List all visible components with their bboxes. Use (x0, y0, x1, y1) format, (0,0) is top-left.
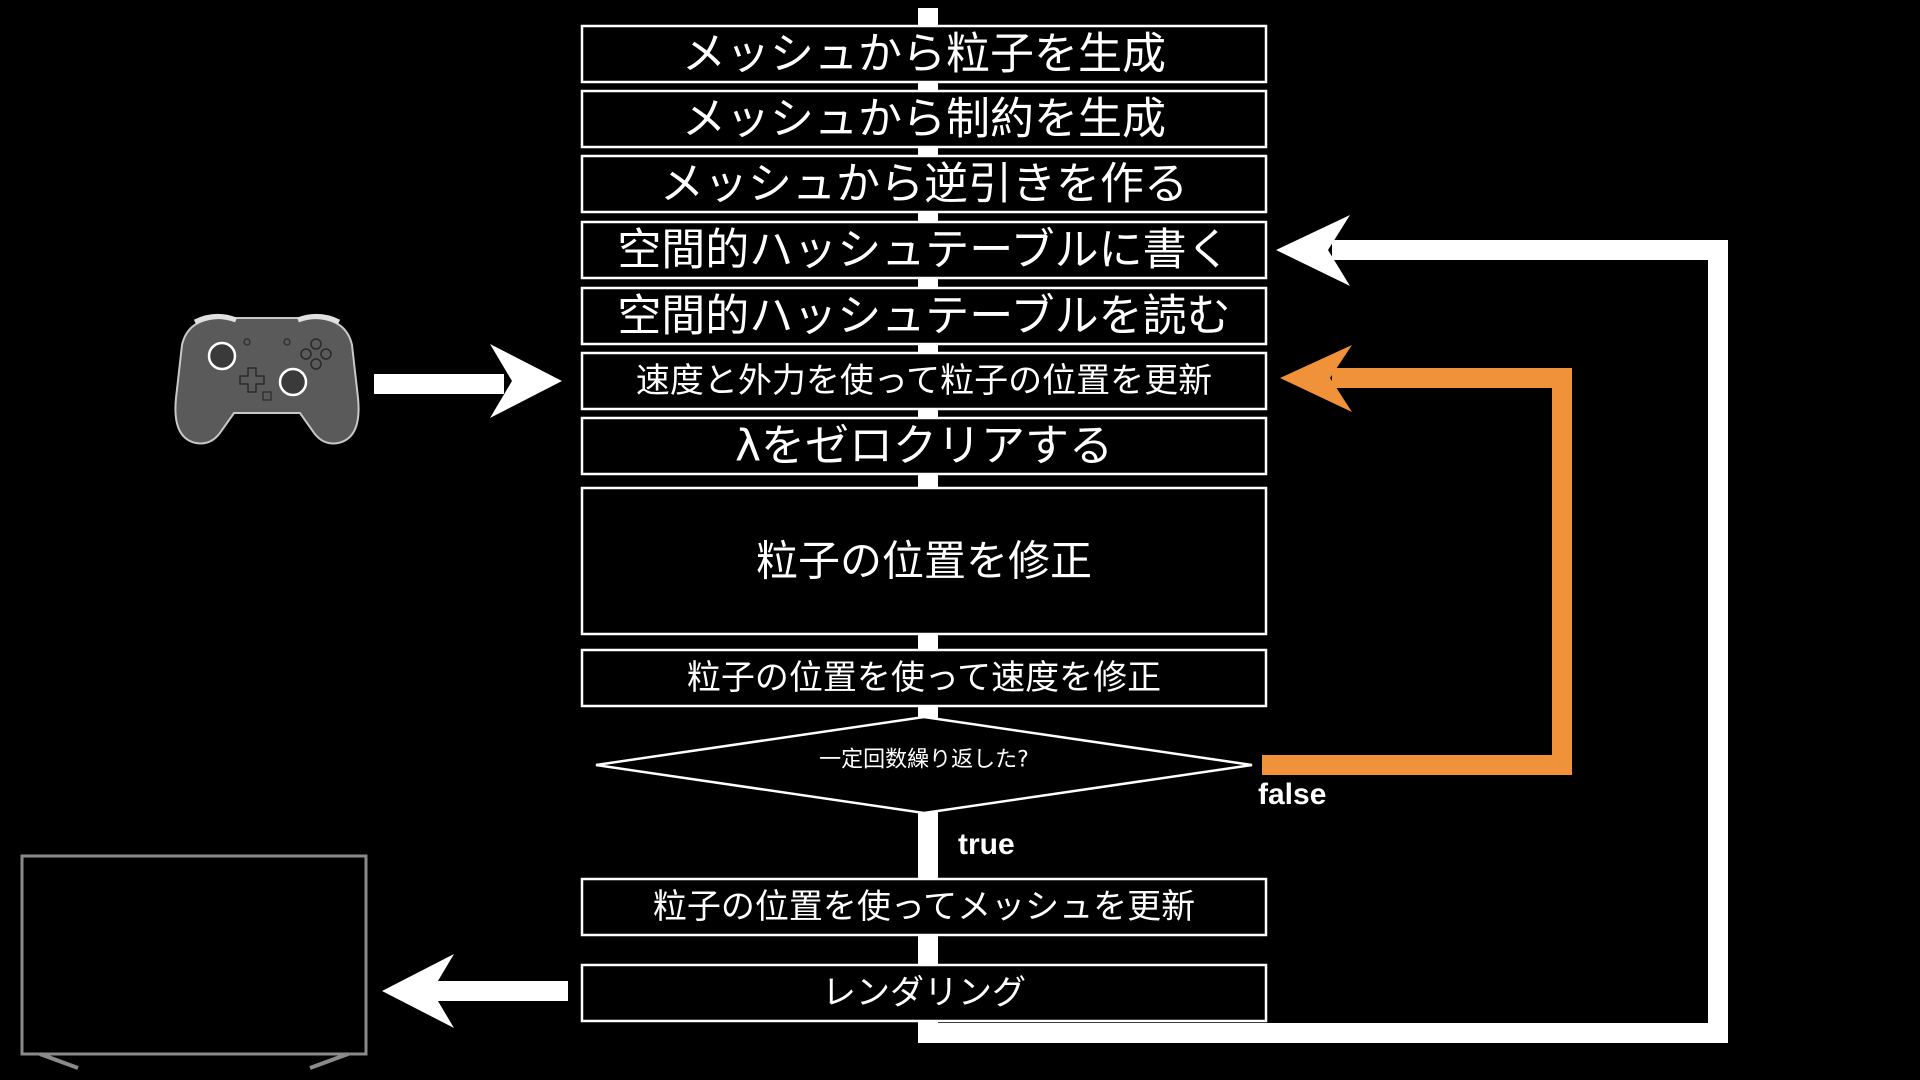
step-label: 粒子の位置を使って速度を修正 (687, 658, 1161, 698)
outer-loop-arrow (918, 215, 1728, 1043)
step-label: メッシュから制約を生成 (682, 94, 1166, 145)
step-box-predict-positions: 速度と外力を使って粒子の位置を更新 (580, 351, 1268, 411)
step-label: 速度と外力を使って粒子の位置を更新 (636, 361, 1212, 401)
step-box-update-mesh: 粒子の位置を使ってメッシュを更新 (580, 877, 1268, 937)
step-label: 粒子の位置を修正 (756, 537, 1092, 586)
step-box-clear-lambda: λをゼロクリアする (580, 416, 1268, 476)
step-label: メッシュから逆引きを作る (660, 159, 1188, 210)
step-label: 粒子の位置を使ってメッシュを更新 (653, 887, 1195, 927)
step-label: 空間的ハッシュテーブルを読む (617, 291, 1230, 342)
game-controller-icon (174, 314, 360, 445)
step-label: レンダリング (822, 973, 1026, 1013)
step-label: メッシュから粒子を生成 (682, 29, 1166, 80)
step-box-generate-particles: メッシュから粒子を生成 (580, 24, 1268, 84)
step-box-update-velocity: 粒子の位置を使って速度を修正 (580, 648, 1268, 708)
step-box-write-hash-table: 空間的ハッシュテーブルに書く (580, 220, 1268, 280)
true-branch-label: true (958, 828, 1015, 861)
output-arrow (382, 954, 568, 1028)
step-box-read-hash-table: 空間的ハッシュテーブルを読む (580, 286, 1268, 346)
display-monitor-icon (20, 854, 368, 1070)
false-branch-label: false (1258, 778, 1326, 811)
decision-iterations-done: 一定回数繰り返した? (595, 715, 1253, 815)
step-label: λをゼロクリアする (735, 421, 1113, 472)
step-label: 空間的ハッシュテーブルに書く (617, 225, 1230, 276)
step-box-rendering: レンダリング (580, 963, 1268, 1023)
step-box-correct-positions: 粒子の位置を修正 (580, 486, 1268, 636)
decision-label: 一定回数繰り返した? (819, 748, 1029, 773)
step-box-generate-constraints: メッシュから制約を生成 (580, 89, 1268, 149)
step-box-build-reverse-lookup: メッシュから逆引きを作る (580, 154, 1268, 214)
input-arrow (374, 344, 562, 418)
inner-loop-arrow (1262, 345, 1572, 775)
